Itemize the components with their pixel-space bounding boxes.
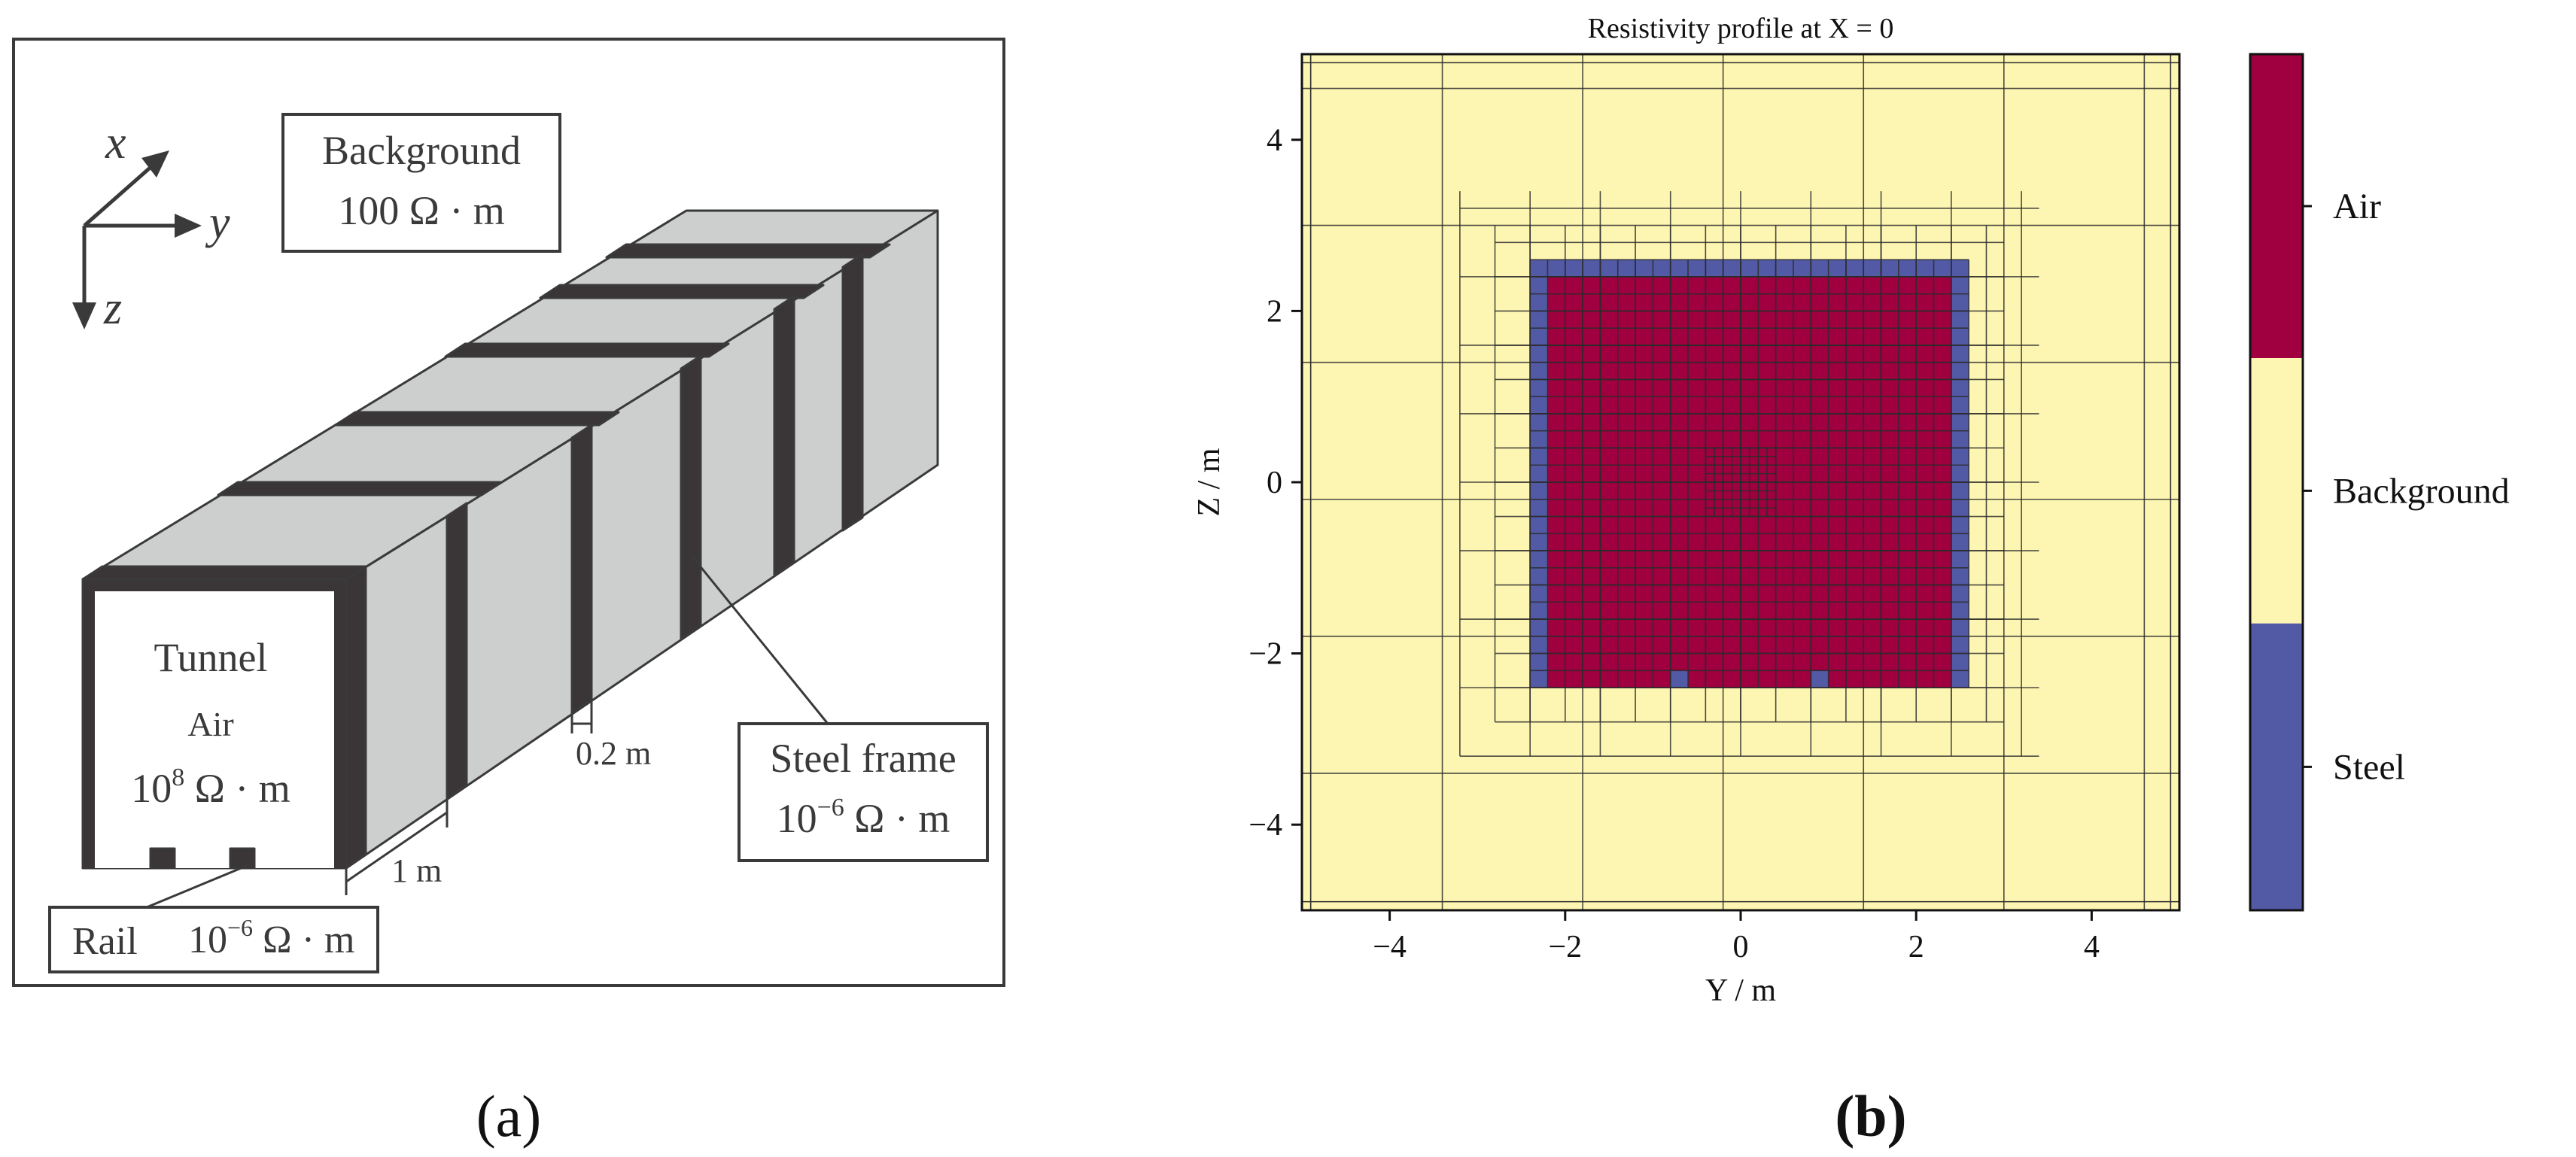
x-tick-label: 0: [1733, 930, 1749, 964]
axis-z-label: z: [103, 283, 122, 334]
panel-a-schematic: x y z Background 100 Ω · m: [12, 38, 1005, 1149]
steel-frame-value: 10−6 Ω · m: [777, 794, 950, 841]
rail-left: [149, 847, 176, 870]
dim-spacing: [345, 798, 449, 895]
y-tick-label: 2: [1267, 294, 1282, 329]
colorbar-label-steel: Steel: [2333, 747, 2405, 787]
tunnel-body: [81, 209, 939, 870]
y-tick-label: −2: [1248, 637, 1282, 672]
chart-title: Resistivity profile at X = 0: [1588, 13, 1894, 44]
steel-frame-title: Steel frame: [770, 736, 956, 781]
panel-a-label: (a): [476, 1083, 542, 1149]
colorbar-frame: [2249, 53, 2304, 912]
rail-value: 10−6 Ω · m: [188, 914, 354, 961]
mesh-grid: [1301, 54, 2179, 911]
background-value: 100 Ω · m: [338, 188, 505, 233]
y-tick-label: 4: [1267, 123, 1282, 158]
tunnel-opening: [95, 591, 334, 868]
colorbar-label-air: Air: [2333, 187, 2381, 226]
dim-spacing-label: 1 m: [391, 852, 442, 889]
background-label-box: Background 100 Ω · m: [281, 113, 561, 253]
axis-x-label: x: [105, 117, 126, 169]
x-tick-label: 4: [2084, 930, 2100, 964]
panel-b-label: (b): [1835, 1083, 1906, 1149]
dim-frame-width-label: 0.2 m: [576, 735, 651, 772]
y-tick-label: −4: [1248, 808, 1282, 843]
colorbar-segment-air: [2250, 54, 2303, 358]
tunnel-value: 108 Ω · m: [131, 764, 290, 811]
region-steel-4: [1811, 670, 1829, 688]
steel-frame-label-box: Steel frame 10−6 Ω · m: [738, 722, 989, 862]
colorbar-segment-background: [2250, 357, 2303, 624]
x-axis-label: Y / m: [1705, 973, 1776, 1008]
x-tick-label: −2: [1548, 930, 1582, 964]
axes-indicator: [72, 150, 202, 329]
y-tick-label: 0: [1267, 466, 1282, 500]
x-ticks: −4 −2 0 2 4: [1373, 910, 2100, 964]
region-steel-3: [1670, 670, 1689, 688]
y-axis-label: Z / m: [1192, 448, 1227, 516]
background-title: Background: [322, 128, 521, 173]
x-tick-label: 2: [1908, 930, 1924, 964]
colorbar-segment-steel: [2250, 623, 2303, 910]
y-ticks: −4 −2 0 2 4: [1248, 123, 1302, 843]
rail-title: Rail: [72, 920, 138, 963]
tunnel-title: Tunnel: [154, 635, 267, 680]
steel-leader-line: [691, 556, 829, 724]
dim-frame-width: [570, 700, 593, 733]
axis-y-label: y: [205, 197, 230, 248]
x-tick-label: −4: [1373, 930, 1407, 964]
tunnel-medium: Air: [187, 705, 233, 743]
rail-leader-line: [146, 864, 249, 909]
rail-right: [229, 847, 256, 870]
colorbar-label-background: Background: [2333, 471, 2510, 511]
rail-label-box: Rail 10−6 Ω · m: [48, 906, 379, 973]
